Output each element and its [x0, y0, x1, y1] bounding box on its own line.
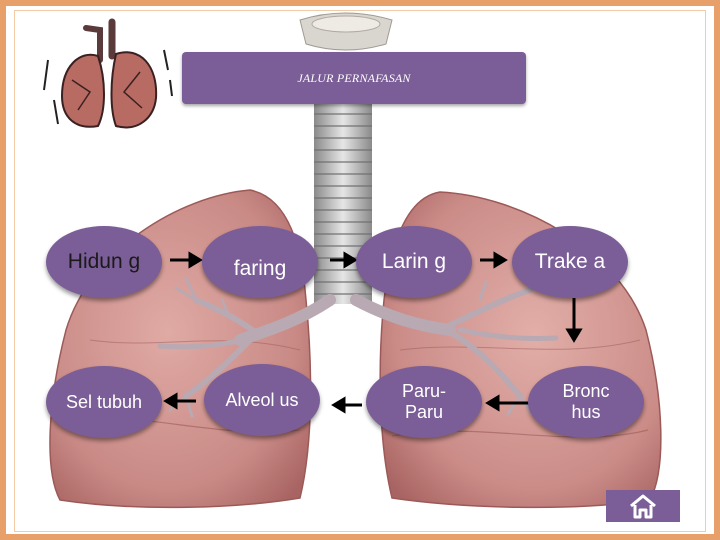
arrow-left-icon	[485, 394, 530, 412]
home-button[interactable]	[606, 490, 680, 522]
node-hidung: Hidun g	[46, 226, 162, 298]
node-alveolus: Alveol us	[204, 364, 320, 436]
node-sel-tubuh: Sel tubuh	[46, 366, 162, 438]
arrow-left-icon	[331, 396, 362, 414]
arrow-down-icon	[565, 298, 583, 343]
node-faring: faring	[202, 226, 318, 298]
node-paru-paru: Paru-Paru	[366, 366, 482, 438]
slide-inner-border	[14, 10, 706, 532]
node-bronchus: Bronc hus	[528, 366, 644, 438]
home-icon	[630, 494, 656, 519]
trachea-shape	[314, 104, 372, 304]
arrow-left-icon	[163, 392, 196, 410]
node-trakea: Trake a	[512, 226, 628, 298]
larynx-shape	[299, 12, 393, 51]
node-laring: Larin g	[356, 226, 472, 298]
arrow-right-icon	[480, 251, 508, 269]
arrow-right-icon	[170, 251, 203, 269]
page-title: JALUR PERNAFASAN	[182, 52, 526, 104]
arrow-right-icon	[330, 251, 358, 269]
lungs-clipart-icon	[43, 18, 173, 129]
